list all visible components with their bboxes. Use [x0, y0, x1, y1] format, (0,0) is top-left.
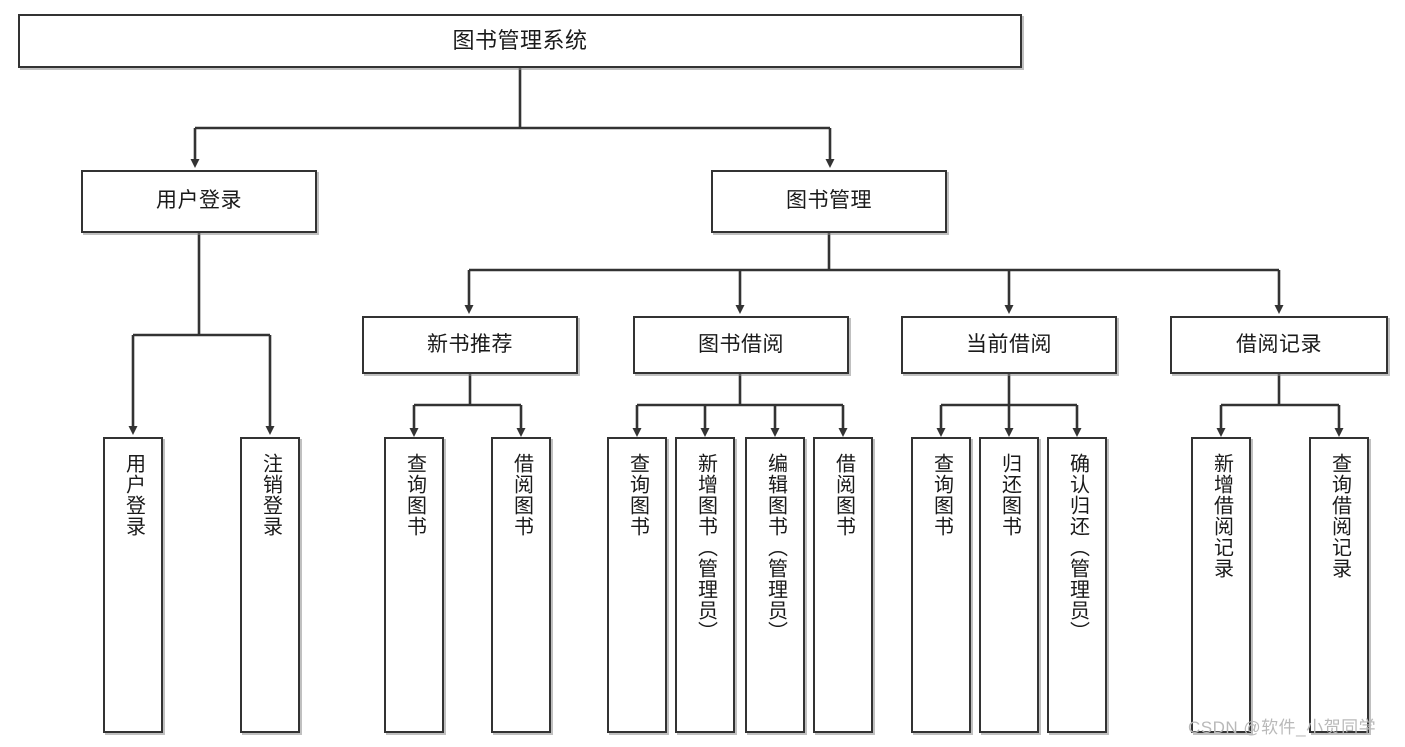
node-borrow-record[interactable]: 借阅记录	[1170, 316, 1388, 374]
leaf-return-book[interactable]: 归还图书	[979, 437, 1039, 733]
node-label: 用户登录	[122, 453, 145, 537]
node-label: 借阅图书	[510, 453, 533, 537]
node-label: 注销登录	[259, 453, 282, 537]
node-user-login[interactable]: 用户登录	[81, 170, 317, 233]
node-label: 图书管理	[786, 189, 872, 213]
node-book-management[interactable]: 图书管理	[711, 170, 947, 233]
node-label: 图书借阅	[698, 332, 784, 356]
node-label: 当前借阅	[966, 332, 1052, 356]
leaf-edit-book-admin[interactable]: 编辑图书（管理员）	[745, 437, 805, 733]
leaf-confirm-return-admin[interactable]: 确认归还（管理员）	[1047, 437, 1107, 733]
leaf-logout[interactable]: 注销登录	[240, 437, 300, 733]
node-label: 查询图书	[626, 453, 649, 537]
watermark: CSDN @软件_小贺同学	[1188, 718, 1377, 737]
leaf-add-book-admin[interactable]: 新增图书（管理员）	[675, 437, 735, 733]
node-label: 图书管理系统	[452, 28, 588, 54]
leaf-query-book-borrow[interactable]: 查询图书	[607, 437, 667, 733]
node-new-book-recommend[interactable]: 新书推荐	[362, 316, 578, 374]
leaf-query-book-new[interactable]: 查询图书	[384, 437, 444, 733]
node-label: 新增图书（管理员）	[694, 453, 717, 642]
node-label: 查询图书	[930, 453, 953, 537]
node-label: 查询借阅记录	[1328, 453, 1351, 579]
node-label: 新书推荐	[427, 332, 513, 356]
leaf-query-borrow-record[interactable]: 查询借阅记录	[1309, 437, 1369, 733]
node-root-system[interactable]: 图书管理系统	[18, 14, 1022, 68]
leaf-query-book-current[interactable]: 查询图书	[911, 437, 971, 733]
node-label: 确认归还（管理员）	[1066, 453, 1089, 642]
leaf-add-borrow-record[interactable]: 新增借阅记录	[1191, 437, 1251, 733]
node-label: 归还图书	[998, 453, 1021, 537]
leaf-user-login[interactable]: 用户登录	[103, 437, 163, 733]
node-label: 查询图书	[403, 453, 426, 537]
node-label: 用户登录	[156, 189, 242, 213]
node-current-borrow[interactable]: 当前借阅	[901, 316, 1117, 374]
node-label: 借阅图书	[832, 453, 855, 537]
node-label: 借阅记录	[1236, 332, 1322, 356]
node-book-borrow[interactable]: 图书借阅	[633, 316, 849, 374]
leaf-borrow-book-new[interactable]: 借阅图书	[491, 437, 551, 733]
leaf-borrow-book[interactable]: 借阅图书	[813, 437, 873, 733]
node-label: 新增借阅记录	[1210, 453, 1233, 579]
node-label: 编辑图书（管理员）	[764, 453, 787, 642]
